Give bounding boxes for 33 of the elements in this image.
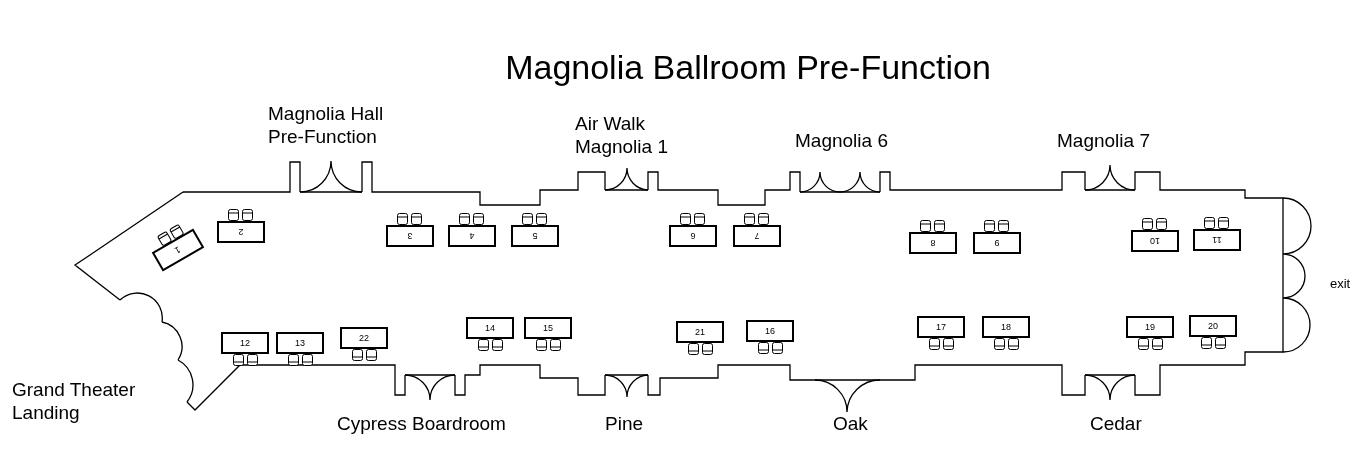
table-number: 21	[695, 327, 705, 337]
room-label: Magnolia 6	[795, 130, 889, 153]
room-label: Magnolia Hall Pre-Function	[268, 103, 385, 149]
table-number: 19	[1145, 322, 1155, 332]
room-label: Grand Theater Landing	[12, 379, 137, 425]
room-label: Air Walk Magnolia 1	[575, 113, 669, 159]
table-number: 14	[485, 323, 495, 333]
table-number: 8	[930, 238, 936, 248]
room-label: Cypress Boardroom	[337, 413, 507, 436]
table-number: 2	[238, 227, 244, 237]
room-label: Magnolia 7	[1057, 130, 1151, 153]
table-number: 15	[543, 323, 553, 333]
table-number: 7	[754, 231, 760, 241]
table-number: 10	[1150, 236, 1160, 246]
table-number: 6	[690, 231, 696, 241]
table-number: 17	[936, 322, 946, 332]
table-number: 9	[994, 238, 1000, 248]
plan-title: Magnolia Ballroom Pre-Function	[504, 48, 992, 87]
table-number: 13	[295, 338, 305, 348]
table-number: 20	[1208, 321, 1218, 331]
room-label: Pine	[605, 413, 645, 436]
room-label: Cedar	[1090, 413, 1143, 436]
table-number: 4	[469, 231, 475, 241]
table-number: 1	[173, 244, 183, 256]
table-number: 5	[532, 231, 538, 241]
table-number: 16	[765, 326, 775, 336]
room-label: exit	[1330, 276, 1352, 292]
table-number: 3	[407, 231, 413, 241]
room-label: Oak	[833, 413, 869, 436]
table-number: 22	[359, 333, 369, 343]
table-number: 18	[1001, 322, 1011, 332]
table-number: 12	[240, 338, 250, 348]
table-number: 11	[1212, 235, 1222, 245]
